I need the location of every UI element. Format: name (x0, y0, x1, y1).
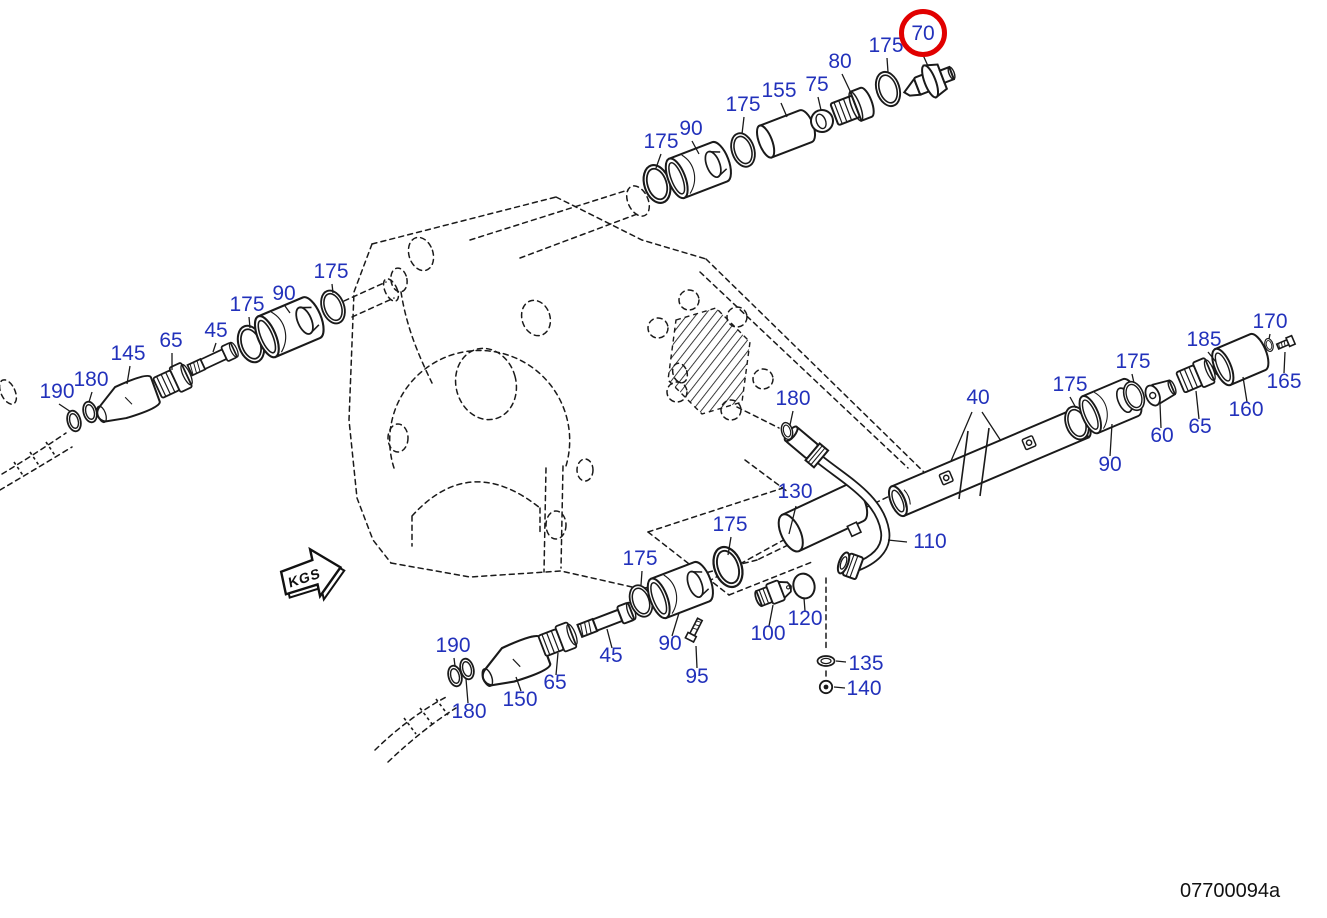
threaded-fitting-65-right (1174, 355, 1220, 396)
part-callout-155: 155 (761, 79, 796, 102)
piston-60 (1144, 379, 1177, 407)
part-callout-100: 100 (750, 622, 785, 645)
part-callout-65: 65 (543, 671, 566, 694)
part-callout-65: 65 (159, 329, 182, 352)
kgs-arrow (279, 546, 343, 600)
part-callout-175: 175 (868, 34, 903, 57)
part-callout-65: 65 (1188, 415, 1211, 438)
part-callout-175: 175 (725, 93, 760, 116)
screw-95 (684, 617, 704, 644)
part-callout-90: 90 (1098, 453, 1121, 476)
part-callout-90: 90 (658, 632, 681, 655)
part-callout-175: 175 (712, 513, 747, 536)
part-callout-130: 130 (777, 480, 812, 503)
tube-clips (938, 435, 1037, 486)
part-callout-175: 175 (1052, 373, 1087, 396)
tube-break-lines (958, 427, 990, 500)
part-callout-180: 180 (73, 368, 108, 391)
part-callout-190: 190 (39, 380, 74, 403)
part-callout-190: 190 (435, 634, 470, 657)
o-ring-175-top3 (870, 67, 906, 111)
part-callout-180: 180 (775, 387, 810, 410)
valve-pin-45-left (185, 340, 241, 379)
part-callout-140: 140 (846, 677, 881, 700)
part-callout-60: 60 (1150, 424, 1173, 447)
part-callout-120: 120 (787, 607, 822, 630)
ball-120 (792, 572, 816, 600)
part-callout-170: 170 (1252, 310, 1287, 333)
middle-part-group (754, 420, 891, 695)
pipe-110-union-nut (836, 551, 864, 580)
part-callout-40: 40 (966, 386, 989, 409)
bottom-part-chain (445, 541, 749, 693)
sensor-70 (902, 63, 956, 99)
part-callout-145: 145 (110, 342, 145, 365)
kgs-stamp: KGS (279, 546, 346, 602)
valve-pin-45-bottom (575, 600, 639, 641)
part-callout-70: 70 (911, 22, 934, 45)
left-part-chain (64, 286, 351, 434)
plug-80 (829, 86, 875, 126)
drawing-number: 07700094a (1180, 880, 1281, 902)
seal-ring-190-left (64, 408, 84, 434)
highlight-circle (899, 9, 947, 57)
part-callout-175: 175 (622, 547, 657, 570)
part-callout-165: 165 (1266, 370, 1301, 393)
pump-hatched-face (667, 307, 751, 415)
nipple-100 (754, 579, 792, 608)
part-callout-95: 95 (685, 665, 708, 688)
part-callout-185: 185 (1186, 328, 1221, 351)
pipe-110-nipple (783, 425, 830, 469)
cap-160 (1211, 332, 1270, 387)
part-callout-175: 175 (1115, 350, 1150, 373)
engine-block-phantom (0, 185, 930, 763)
part-callout-150: 150 (502, 688, 537, 711)
hose-left (0, 379, 73, 491)
ball-75 (810, 109, 834, 133)
oil-tube-40 (887, 406, 1092, 518)
screw-165 (1275, 334, 1297, 350)
part-callout-180: 180 (451, 700, 486, 723)
seal-135 (816, 655, 836, 667)
part-callout-90: 90 (272, 282, 295, 305)
part-callout-175: 175 (229, 293, 264, 316)
part-callout-175: 175 (643, 130, 678, 153)
part-callout-110: 110 (913, 530, 946, 553)
part-callout-175: 175 (313, 260, 348, 283)
part-callout-90: 90 (679, 117, 702, 140)
part-callout-75: 75 (805, 73, 828, 96)
part-callout-80: 80 (828, 50, 851, 73)
nut-140 (818, 679, 834, 695)
part-callout-160: 160 (1228, 398, 1263, 421)
part-callout-45: 45 (599, 644, 622, 667)
o-ring-175-top2 (726, 129, 760, 171)
seal-ring-180-middle (778, 420, 796, 442)
hose-bottom (374, 695, 457, 763)
part-callout-135: 135 (848, 652, 883, 675)
part-callout-45: 45 (204, 319, 227, 342)
leader-lines (58, 54, 1286, 704)
right-part-chain (887, 332, 1297, 518)
top-part-chain (637, 63, 956, 208)
